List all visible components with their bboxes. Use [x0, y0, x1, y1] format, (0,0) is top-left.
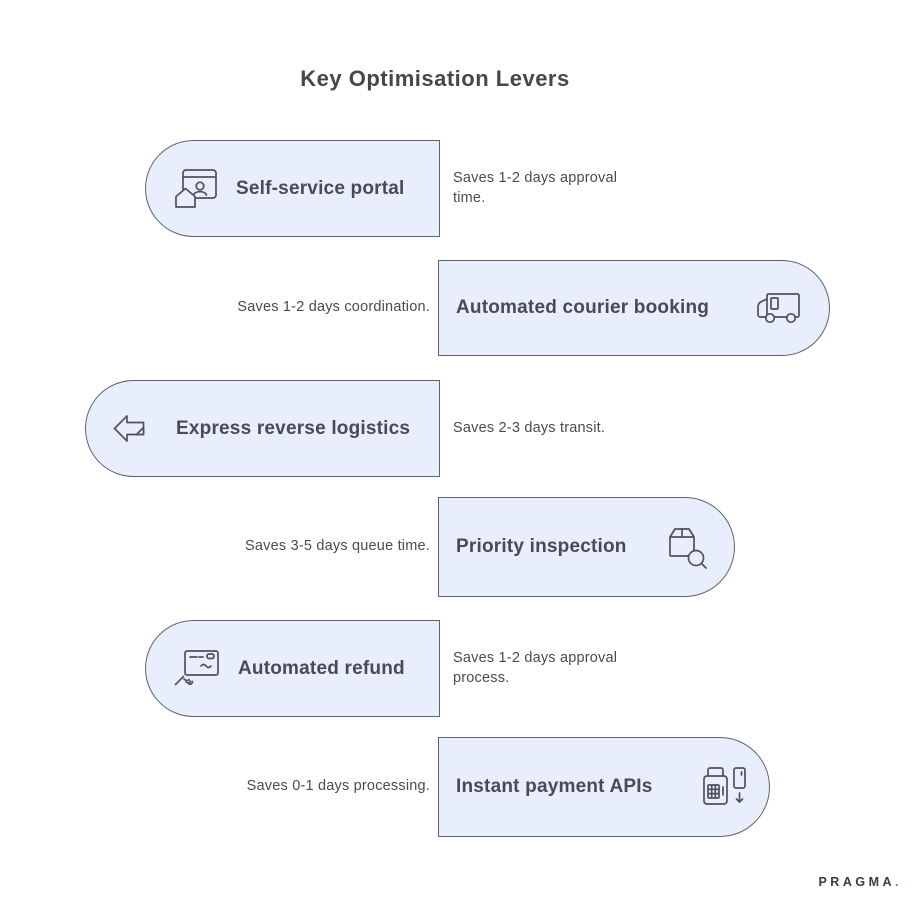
page-title: Key Optimisation Levers — [300, 66, 570, 91]
lever-card-instant-payment-apis: Instant payment APIs — [438, 737, 770, 837]
lever-label: Self-service portal — [236, 177, 405, 199]
lever-card-express-reverse-logistics: Express reverse logistics — [85, 380, 440, 477]
lever-label: Automated courier booking — [456, 297, 710, 318]
refund-cheque-icon — [170, 646, 224, 692]
lever-label: Express reverse logistics — [176, 417, 411, 439]
lever-card-automated-courier-booking: Automated courier booking — [438, 260, 830, 356]
portal-user-icon — [170, 164, 222, 214]
lever-label: Priority inspection — [456, 536, 627, 557]
lever-note: Saves 3-5 days queue time. — [245, 538, 430, 555]
lever-note: Saves 0-1 days processing. — [246, 778, 430, 795]
return-arrow-icon — [110, 408, 160, 450]
lever-label: Automated refund — [238, 657, 405, 679]
brand-name: PRAGMA — [818, 875, 896, 889]
brand-dot: . — [895, 875, 902, 889]
lever-note: Saves 1-2 days approval process. — [453, 649, 618, 686]
package-search-icon — [661, 522, 709, 572]
brand-logo: PRAGMA. — [818, 875, 902, 889]
delivery-truck-icon — [753, 287, 807, 329]
lever-note: Saves 1-2 days coordination. — [237, 299, 430, 316]
lever-label: Instant payment APIs — [456, 776, 653, 797]
payment-terminal-icon — [695, 762, 749, 812]
lever-card-automated-refund: Automated refund — [145, 620, 440, 717]
lever-note: Saves 1-2 days approval time. — [453, 169, 618, 206]
lever-card-priority-inspection: Priority inspection — [438, 497, 735, 597]
lever-note: Saves 2-3 days transit. — [453, 419, 606, 436]
lever-card-self-service-portal: Self-service portal — [145, 140, 440, 237]
